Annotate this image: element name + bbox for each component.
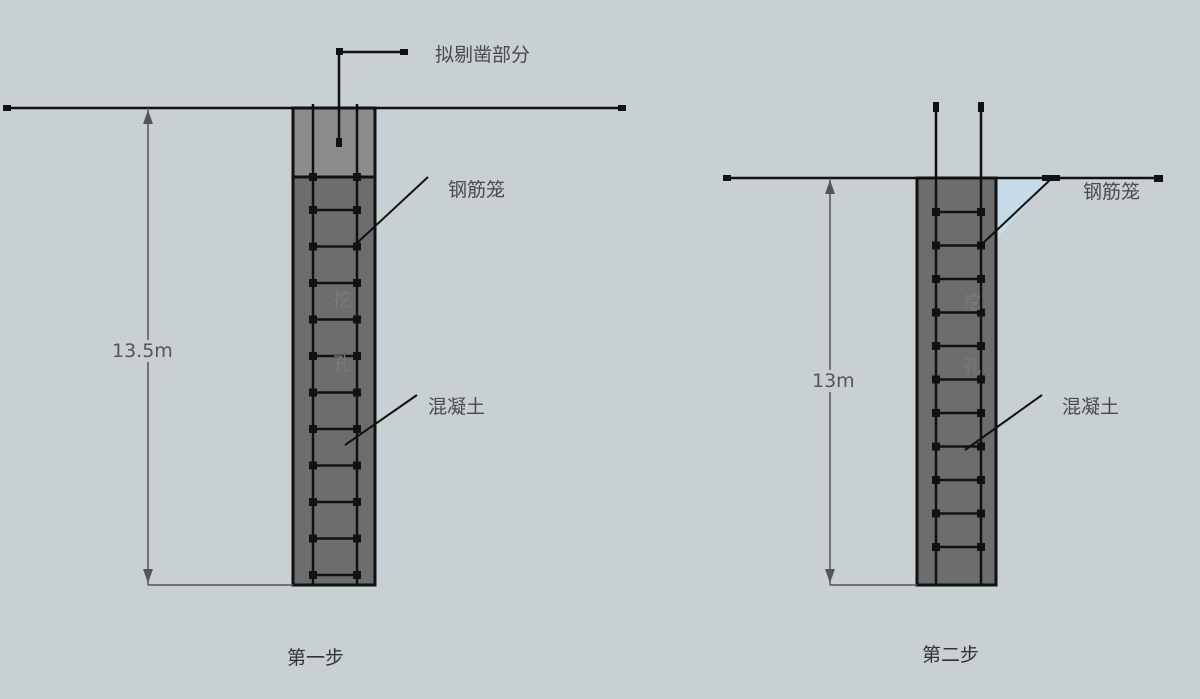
rebar-joint (932, 342, 940, 350)
rebar-joint (353, 388, 361, 397)
rebar-joint (932, 208, 940, 216)
label-rebar-cage: 钢筋笼 (448, 179, 506, 201)
leader-concrete (964, 394, 1043, 451)
rebar-joint (353, 498, 361, 506)
step1-title: 第一步 (287, 647, 345, 669)
rebar-joint (353, 352, 361, 360)
rebar-joint (309, 352, 317, 360)
rebar-joint (977, 308, 985, 317)
leader-concrete (344, 394, 418, 446)
leader-cage (356, 176, 429, 244)
rebar-joint (309, 534, 317, 543)
rebar-joint (353, 461, 361, 470)
rebar-joint (309, 571, 317, 579)
step1-pile (3, 48, 626, 587)
pile-text: 挖 孔 (963, 293, 981, 378)
rebar-joint (309, 461, 317, 470)
rebar-joint (932, 543, 940, 551)
pile-text: 挖 孔 (333, 290, 351, 375)
rebar-joint (932, 409, 940, 417)
rebar-joint (977, 509, 985, 518)
rebar-joint (932, 308, 940, 317)
concrete-section (291, 175, 377, 587)
rebar-joint (932, 375, 940, 384)
rebar-joint (353, 315, 361, 324)
rebar-joint (977, 375, 985, 384)
rebar-joint (932, 476, 940, 484)
rebar-joint (932, 241, 940, 250)
chipped-section (291, 106, 377, 179)
rebar-joint (977, 409, 985, 417)
rebar-joint (309, 498, 317, 506)
rebar-joint (977, 442, 985, 451)
rebar-joint (977, 208, 985, 216)
rebar-joint (353, 279, 361, 287)
rebar-joint (977, 241, 985, 250)
rebar-joint (353, 206, 361, 214)
label-chip-part: 拟剔凿部分 (435, 44, 531, 66)
step2-pile (723, 102, 1163, 587)
rebar-joint (353, 425, 361, 433)
rebar-joint (353, 571, 361, 579)
rebar-rungs (309, 173, 361, 579)
rebar-joint (309, 279, 317, 287)
rebar-joint (309, 388, 317, 397)
rebar-joint (977, 275, 985, 283)
label-concrete: 混凝土 (428, 396, 486, 418)
rebar-joint (932, 275, 940, 283)
depth-label: 13m (812, 370, 855, 392)
rebar-joint (353, 173, 361, 181)
rebar-joint (932, 442, 940, 451)
rebar-joint (353, 534, 361, 543)
rebar-rungs (932, 208, 985, 551)
label-concrete: 混凝土 (1062, 396, 1120, 418)
rebar-joint (353, 242, 361, 251)
rebar-joint (977, 342, 985, 350)
rebar-joint (309, 242, 317, 251)
rebar-joint (309, 425, 317, 433)
rebar-joint (309, 173, 317, 181)
rebar-joint (309, 315, 317, 324)
rebar-joint (977, 476, 985, 484)
rebar-joint (977, 543, 985, 551)
depth-label: 13.5m (112, 340, 173, 362)
rebar-joint (932, 509, 940, 518)
step2-title: 第二步 (922, 644, 980, 666)
label-rebar-cage: 钢筋笼 (1083, 181, 1141, 203)
leader-cage (980, 179, 1051, 246)
rebar-joint (309, 206, 317, 214)
